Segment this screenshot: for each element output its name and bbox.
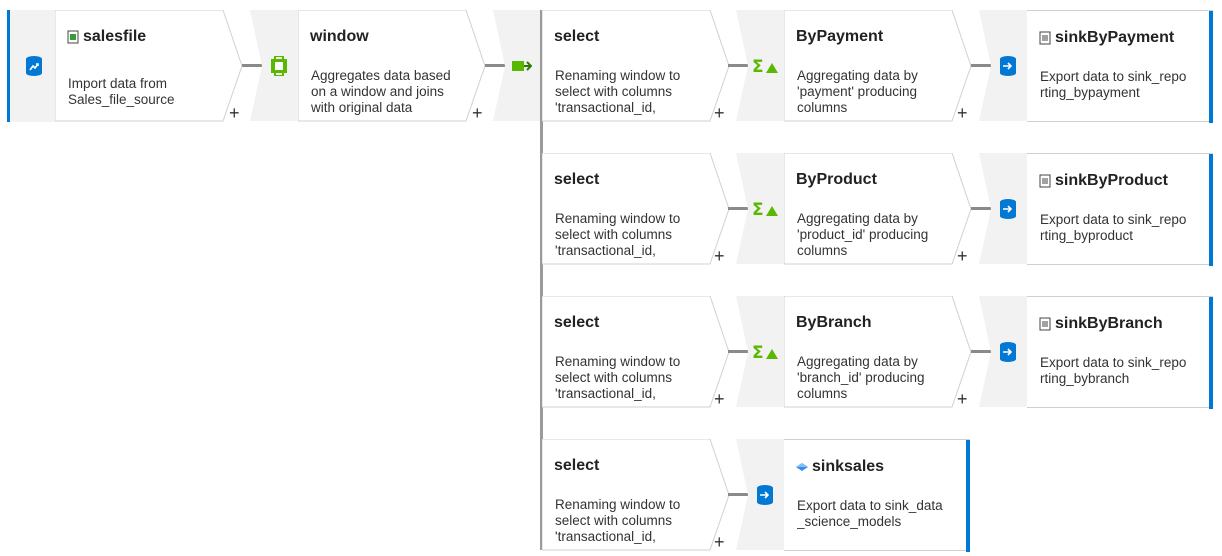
new-branch-node[interactable]	[493, 10, 541, 122]
node-title: sinkByProduct	[1039, 172, 1168, 190]
connector-line	[485, 64, 505, 67]
sink-accent-bar	[1209, 11, 1213, 123]
card-outline	[298, 10, 486, 122]
card-outline	[542, 296, 730, 408]
file-icon	[67, 30, 79, 44]
sink-database-icon	[1000, 342, 1016, 362]
diamond-icon	[796, 463, 808, 471]
select-node[interactable]: select Renaming window to select with co…	[542, 439, 730, 551]
connector-line	[971, 207, 991, 210]
node-title: ByBranch	[796, 314, 872, 331]
connector-line	[242, 64, 262, 67]
node-description: Aggregating data by 'product_id' produci…	[797, 211, 929, 258]
node-description: Aggregating data by 'payment' producing …	[797, 68, 918, 115]
aggregate-sigma-icon: Σ	[752, 200, 778, 218]
branch-connector-line	[540, 10, 543, 550]
node-title: ByPayment	[796, 28, 884, 45]
card-outline	[784, 153, 972, 265]
svg-text:Σ: Σ	[752, 57, 764, 75]
node-description: Export data to sink_reporting_bypayment	[1040, 69, 1187, 100]
node-description: Aggregating data by 'branch_id' producin…	[797, 354, 925, 401]
node-description: Renaming window to select with columns '…	[555, 497, 681, 544]
file-icon	[1039, 31, 1051, 45]
node-description: Aggregates data based on a window and jo…	[311, 68, 451, 115]
chevron-box	[736, 10, 784, 121]
node-title-text: sinkByBranch	[1055, 315, 1163, 332]
file-icon	[1039, 174, 1051, 188]
connector-line	[728, 64, 748, 67]
node-title: sinksales	[796, 458, 884, 476]
connector-line	[728, 350, 748, 353]
sink-database-icon	[1000, 199, 1016, 219]
node-title: window	[310, 28, 369, 45]
add-transform-button[interactable]: +	[957, 246, 968, 266]
sink-accent-bar	[1209, 297, 1213, 409]
connector-line	[728, 493, 748, 496]
window-icon	[271, 56, 287, 76]
node-title: ByProduct	[796, 171, 877, 188]
card-outline	[542, 439, 730, 551]
source-icon-box	[7, 10, 58, 122]
source-node-salesfile[interactable]: salesfile Import data from Sales_file_so…	[7, 10, 243, 122]
file-icon	[1039, 317, 1051, 331]
node-title: sinkByBranch	[1039, 315, 1163, 333]
connector-line	[728, 207, 748, 210]
select-node[interactable]: select Renaming window to select with co…	[542, 296, 730, 408]
node-title: select	[554, 457, 600, 474]
card-outline	[542, 10, 730, 122]
add-transform-button[interactable]: +	[957, 103, 968, 123]
node-description: Export data to sink_data_science_models	[797, 498, 943, 529]
select-node[interactable]: select Renaming window to select with co…	[542, 10, 730, 122]
chevron-box	[736, 296, 784, 407]
aggregate-node-byproduct[interactable]: Σ ByProduct Aggregating data by 'product…	[736, 153, 972, 265]
connector-line	[971, 350, 991, 353]
select-node[interactable]: select Renaming window to select with co…	[542, 153, 730, 265]
node-title-text: sinkByPayment	[1055, 29, 1175, 46]
window-node[interactable]: window Aggregates data based on a window…	[250, 10, 486, 122]
svg-text:Σ: Σ	[752, 343, 764, 361]
node-title: salesfile	[67, 28, 146, 46]
aggregate-sigma-icon: Σ	[752, 343, 778, 361]
card-outline	[784, 10, 972, 122]
node-description: Import data from Sales_file_source	[68, 76, 175, 107]
node-description: Renaming window to select with columns '…	[555, 354, 681, 401]
node-description: Renaming window to select with columns '…	[555, 68, 681, 115]
aggregate-node-bybranch[interactable]: Σ ByBranch Aggregating data by 'branch_i…	[736, 296, 972, 408]
sink-accent-bar	[1209, 154, 1213, 266]
node-description: Export data to sink_reporting_bybranch	[1040, 355, 1187, 386]
chevron-box	[736, 153, 784, 264]
add-transform-button[interactable]: +	[714, 532, 725, 552]
node-title-text: salesfile	[83, 28, 147, 45]
branch-icon	[512, 61, 532, 71]
aggregate-sigma-icon: Σ	[752, 57, 778, 75]
add-transform-button[interactable]: +	[714, 389, 725, 409]
node-description: Renaming window to select with columns '…	[555, 211, 681, 258]
card-outline	[55, 10, 243, 122]
sink-node-byproduct[interactable]: sinkByProduct Export data to sink_report…	[979, 153, 1213, 266]
sink-database-icon	[757, 485, 773, 505]
node-title-text: sinksales	[812, 458, 885, 475]
add-transform-button[interactable]: +	[714, 103, 725, 123]
svg-text:Σ: Σ	[752, 200, 764, 218]
sink-node-bybranch[interactable]: sinkByBranch Export data to sink_reporti…	[979, 296, 1213, 409]
aggregate-node-bypayment[interactable]: Σ ByPayment Aggregating data by 'payment…	[736, 10, 972, 122]
dataset-source-icon	[26, 56, 42, 76]
connector-line	[971, 64, 991, 67]
node-title: select	[554, 314, 600, 331]
add-transform-button[interactable]: +	[714, 246, 725, 266]
card-outline	[784, 296, 972, 408]
add-transform-button[interactable]: +	[472, 103, 483, 123]
sink-accent-bar	[966, 440, 970, 552]
sink-database-icon	[1000, 56, 1016, 76]
card-outline	[542, 153, 730, 265]
add-transform-button[interactable]: +	[957, 389, 968, 409]
sink-node-sinksales[interactable]: sinksales Export data to sink_data_scien…	[736, 439, 970, 552]
node-title: sinkByPayment	[1039, 29, 1174, 47]
sink-node-bypayment[interactable]: sinkByPayment Export data to sink_report…	[979, 10, 1213, 123]
add-transform-button[interactable]: +	[229, 103, 240, 123]
node-title-text: sinkByProduct	[1055, 172, 1168, 189]
node-title: select	[554, 171, 600, 188]
node-title: select	[554, 28, 600, 45]
node-description: Export data to sink_reporting_byproduct	[1040, 212, 1187, 243]
